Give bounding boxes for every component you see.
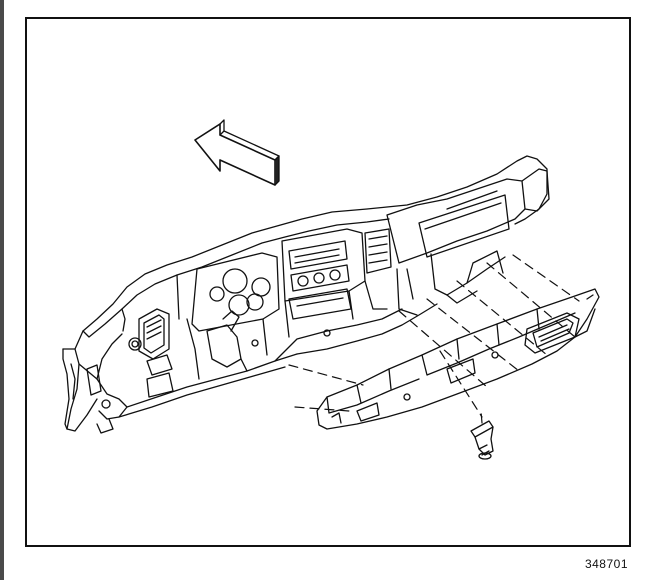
center-stack bbox=[281, 228, 366, 320]
page-edge-bar bbox=[0, 0, 4, 580]
forward-arrow-icon bbox=[194, 119, 280, 186]
lower-trim-panel bbox=[316, 288, 600, 430]
figure-number: 348701 bbox=[584, 557, 628, 571]
screw-fastener-icon bbox=[470, 420, 494, 460]
gauge-cluster bbox=[191, 252, 280, 332]
instrument-panel-illustration bbox=[62, 119, 600, 460]
diagram-frame bbox=[25, 17, 631, 547]
alignment-dashed-lines bbox=[288, 254, 580, 424]
instrument-panel-carrier bbox=[62, 155, 550, 434]
